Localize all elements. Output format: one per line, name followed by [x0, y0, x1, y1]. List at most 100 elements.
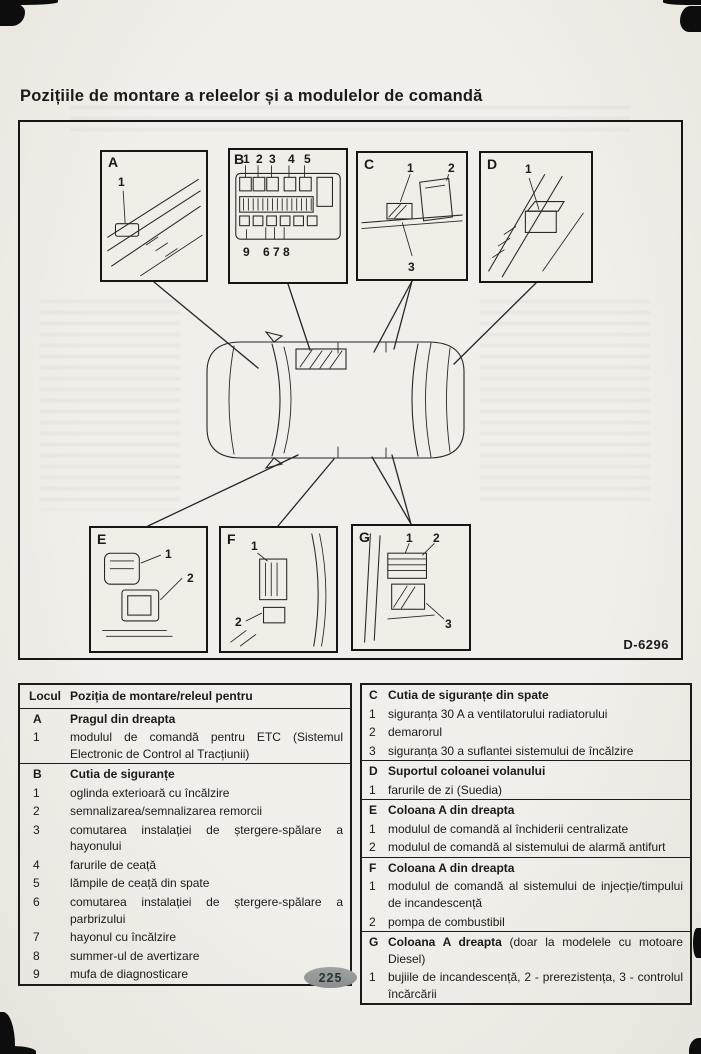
table-row: 1 modulul de comandă al sistemului de in…	[362, 877, 690, 912]
scan-mark	[0, 0, 58, 5]
scan-mark	[663, 0, 701, 5]
table-row: 2 demarorul	[362, 723, 690, 742]
bleedthrough-artifact	[40, 300, 180, 510]
page-number-badge: 225	[304, 967, 357, 988]
callout-number: 1	[251, 539, 258, 553]
row-num: 8	[33, 948, 40, 963]
section-label: B	[33, 767, 42, 782]
box-label: B	[234, 151, 245, 167]
table-row: 1 modulul de comandă al închiderii centr…	[362, 820, 690, 839]
scan-mark	[0, 3, 25, 26]
row-num: 2	[369, 914, 376, 929]
section-title-note: (doar la modelele cu motoare Diesel)	[388, 935, 683, 966]
box-label: F	[227, 531, 236, 547]
row-num: 1	[369, 970, 376, 985]
section-header-f: F Coloana A din dreapta	[362, 856, 690, 878]
scan-mark	[680, 6, 701, 32]
section-header-c: C Cutia de siguranțe din spate	[362, 685, 690, 705]
section-label: D	[369, 764, 378, 779]
table-row: 4 farurile de ceață	[20, 856, 350, 875]
scan-mark	[0, 1046, 36, 1054]
scan-mark	[0, 1012, 15, 1054]
section-label: E	[369, 803, 378, 818]
fuse-box-sketch	[235, 165, 341, 240]
section-title: Coloana A din dreapta	[388, 803, 515, 818]
callout-number: 1	[406, 531, 413, 545]
section-header-a: A Pragul din dreapta	[20, 709, 350, 729]
row-num: 2	[369, 725, 376, 740]
row-text: modulul de comandă al închiderii central…	[388, 821, 629, 836]
table-row: 1 bujiile de incandescență, 2 - prerezis…	[362, 968, 690, 1003]
row-text: siguranța 30 A a ventilatorului radiator…	[388, 706, 608, 721]
connector-lines	[147, 280, 537, 527]
callout-number: 1	[243, 152, 250, 166]
table-row: 1 siguranța 30 A a ventilatorului radiat…	[362, 705, 690, 724]
row-text: farurile de ceață	[70, 857, 157, 872]
detail-box-a: A 1	[100, 150, 208, 282]
section-title: Coloana A dreapta (doar la modelele cu m…	[388, 934, 690, 967]
row-text: demarorul	[388, 725, 443, 740]
row-text: modulul de comandă al sistemului de inje…	[388, 879, 683, 911]
row-num: 1	[369, 706, 376, 721]
row-num: 1	[369, 879, 376, 894]
callout-number: 2	[256, 152, 263, 166]
rear-fuse-box-sketch	[361, 174, 463, 256]
callout-number: 1	[407, 161, 414, 175]
section-header-b: B Cutia de siguranțe	[20, 763, 350, 784]
header-pozitia: Poziția de montare/releul pentru	[70, 689, 253, 703]
section-label: G	[369, 935, 379, 950]
car-top-view	[147, 280, 537, 527]
row-num: 1	[369, 782, 376, 797]
relay-location-diagram: A 1 B	[18, 120, 683, 660]
row-text: oglinda exterioară cu încălzire	[70, 785, 230, 800]
table-row: 9 mufa de diagnosticare	[20, 965, 350, 984]
row-num: 9	[33, 967, 40, 982]
callout-number: 2	[235, 615, 242, 629]
bleedthrough-artifact	[480, 300, 650, 500]
row-num: 1	[369, 821, 376, 836]
row-text: modulul de comandă pentru ETC (Sistemul …	[70, 730, 343, 761]
section-title: Suportul coloanei volanului	[388, 764, 546, 779]
row-num: 5	[33, 876, 40, 891]
row-text: comutarea instalației de ștergere-spălar…	[70, 822, 343, 854]
legend-table-left: Locul Poziția de montare/releul pentru A…	[18, 683, 352, 986]
row-num: 4	[33, 857, 40, 872]
table-row: 2 pompa de combustibil	[362, 913, 690, 932]
callout-number: 9	[243, 245, 250, 259]
row-num: 7	[33, 930, 40, 945]
car-body	[206, 331, 465, 469]
callout-number: 7	[273, 245, 280, 259]
row-text: modulul de comandă al sistemului de alar…	[388, 840, 666, 855]
steering-column-sketch	[488, 174, 584, 278]
detail-box-g: G 1 2 3	[351, 524, 471, 651]
row-num: 2	[33, 804, 40, 819]
section-title: Cutia de siguranțe	[70, 767, 175, 782]
row-text: comutarea instalației de ștergere-spălar…	[70, 895, 343, 926]
a-pillar-modules-sketch	[102, 552, 183, 637]
diesel-relay-sketch	[364, 533, 445, 643]
row-text: siguranța 30 a suflantei sistemului de î…	[388, 743, 634, 758]
callout-number: 4	[288, 152, 295, 166]
page-title: Pozițiile de montare a releelor și a mod…	[20, 87, 483, 105]
table-row: 2 semnalizarea/semnalizarea remorcii	[20, 802, 350, 821]
table-row: 3 siguranța 30 a suflantei sistemului de…	[362, 742, 690, 761]
callout-number: 8	[283, 245, 290, 259]
row-text: farurile de zi (Suedia)	[388, 782, 503, 797]
table-row: 7 hayonul cu încălzire	[20, 928, 350, 947]
figure-code: D-6296	[623, 637, 669, 652]
sill-relay-sketch	[107, 178, 203, 277]
a-pillar-relay-sketch	[230, 533, 327, 647]
row-num: 3	[369, 743, 376, 758]
table-row: 3 comutarea instalației de ștergere-spăl…	[20, 821, 350, 856]
table-header-row: Locul Poziția de montare/releul pentru	[20, 685, 350, 709]
row-num: 6	[33, 895, 40, 910]
row-num: 1	[33, 730, 40, 745]
callout-number: 1	[165, 547, 172, 561]
callout-number: 6	[263, 245, 270, 259]
callout-number: 5	[304, 152, 311, 166]
row-text: bujiile de incandescență, 2 - prereziste…	[388, 970, 683, 1001]
table-row: 2 modulul de comandă al sistemului de al…	[362, 838, 690, 857]
table-row: 8 summer-ul de avertizare	[20, 947, 350, 966]
box-label: A	[108, 154, 119, 170]
section-header-d: D Suportul coloanei volanului	[362, 760, 690, 781]
